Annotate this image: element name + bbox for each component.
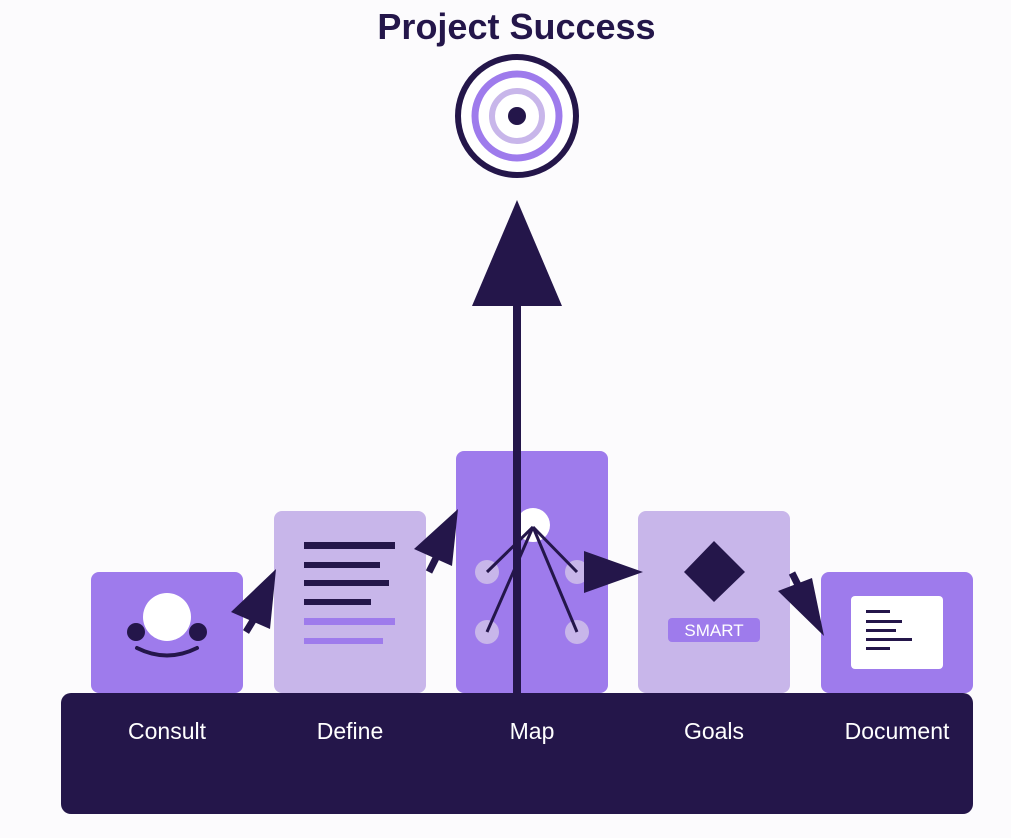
document-card-icon: [851, 596, 943, 669]
step-card-document: [821, 572, 973, 693]
diagram-title: Project Success: [377, 6, 656, 47]
base-platform: [61, 693, 973, 814]
step-label-document: Document: [845, 718, 950, 744]
diamond-icon: [684, 541, 745, 602]
step-label-goals: Goals: [684, 718, 744, 744]
arrow-consult-define: [231, 569, 276, 634]
step-label-define: Define: [317, 718, 383, 744]
step-card-consult: [91, 572, 243, 693]
arrow-goals-document: [778, 571, 824, 636]
step-label-consult: Consult: [128, 718, 207, 744]
arrow-map-goals: [584, 551, 643, 593]
smart-badge: [668, 618, 760, 642]
person-icon: [127, 593, 207, 658]
smart-badge-label: SMART: [684, 621, 743, 640]
step-card-map: [456, 451, 608, 693]
central-arrow: [472, 200, 562, 693]
step-card-define: [274, 511, 426, 693]
step-label-map: Map: [510, 718, 555, 744]
target-icon: [455, 54, 579, 178]
arrow-define-map: [414, 509, 458, 574]
network-map-icon: [475, 508, 589, 644]
step-card-goals: SMART: [638, 511, 790, 693]
document-lines-icon: [304, 542, 395, 644]
